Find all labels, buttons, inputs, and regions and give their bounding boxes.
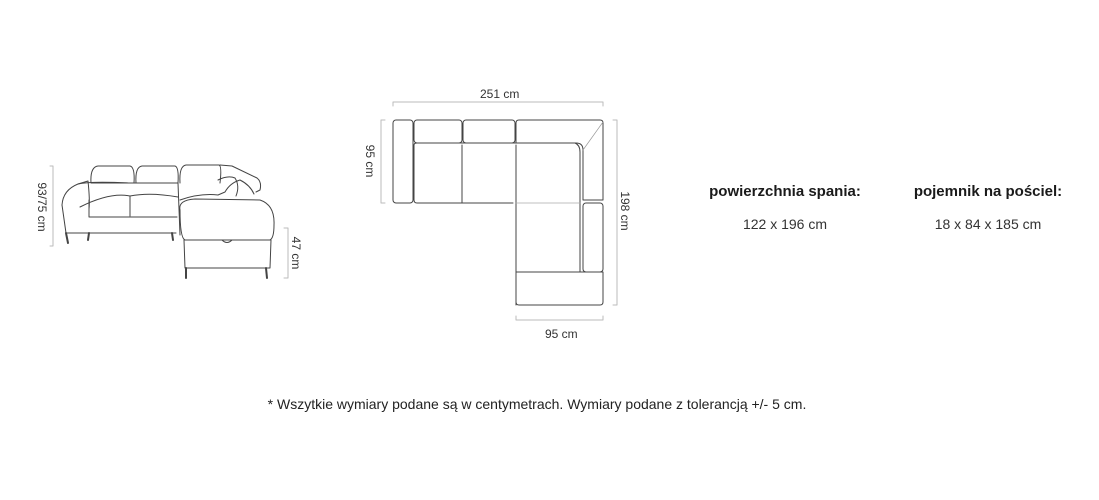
sleeping-area-value: 122 x 196 cm [742, 216, 828, 232]
storage-title: pojemnik na pościel: [913, 183, 1063, 200]
sofa-front-view [61, 164, 275, 279]
storage-value: 18 x 84 x 185 cm [934, 216, 1042, 232]
footnote: * Wszytkie wymiary podane są w centymetr… [267, 396, 807, 412]
seat-height-label: 47 cm [289, 236, 303, 270]
sofa-top-view [392, 119, 604, 306]
width-label: 251 cm [480, 87, 520, 101]
length-label: 198 cm [618, 191, 632, 231]
front-dimension-lines [49, 165, 289, 279]
sleeping-area-title: powierzchnia spania: [709, 183, 861, 200]
depth-label: 95 cm [363, 144, 377, 178]
top-dimension-lines [380, 101, 618, 321]
chaise-width-label: 95 cm [545, 327, 578, 341]
front-height-label: 93/75 cm [35, 182, 49, 232]
